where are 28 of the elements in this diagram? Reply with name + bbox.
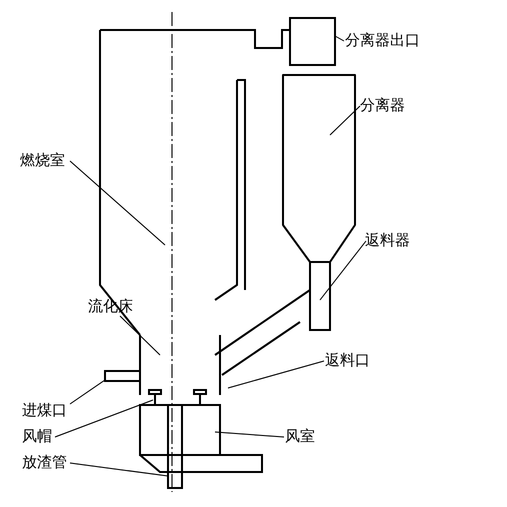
leader-line [70, 160, 166, 246]
part-label: 返料口 [325, 352, 370, 370]
leader-line [54, 400, 154, 438]
leader-line [70, 462, 168, 476]
fluidized-bed [139, 334, 221, 396]
part-label: 风帽 [22, 428, 52, 446]
part-label: 风室 [285, 428, 315, 446]
coal-inlet-pipe [104, 370, 141, 382]
leader-line [330, 106, 360, 136]
slag-pipe [167, 404, 183, 489]
leader-line [228, 360, 324, 388]
leader-line [70, 380, 106, 404]
leader-line [120, 316, 160, 356]
leader-line [334, 36, 344, 42]
part-label: 分离器 [360, 97, 405, 115]
separator-outlet [289, 17, 336, 66]
return-feeder [309, 261, 331, 331]
wind-box [139, 404, 221, 456]
leader-line [320, 240, 366, 300]
leader-line [214, 432, 284, 438]
part-label: 进煤口 [22, 402, 67, 420]
wind-cap [148, 389, 207, 406]
cyclone-separator [282, 74, 356, 263]
return-port [214, 289, 311, 376]
part-label: 放渣管 [22, 454, 67, 472]
part-label: 分离器出口 [345, 32, 420, 50]
part-label: 返料器 [365, 232, 410, 250]
part-label: 燃烧室 [20, 152, 65, 170]
